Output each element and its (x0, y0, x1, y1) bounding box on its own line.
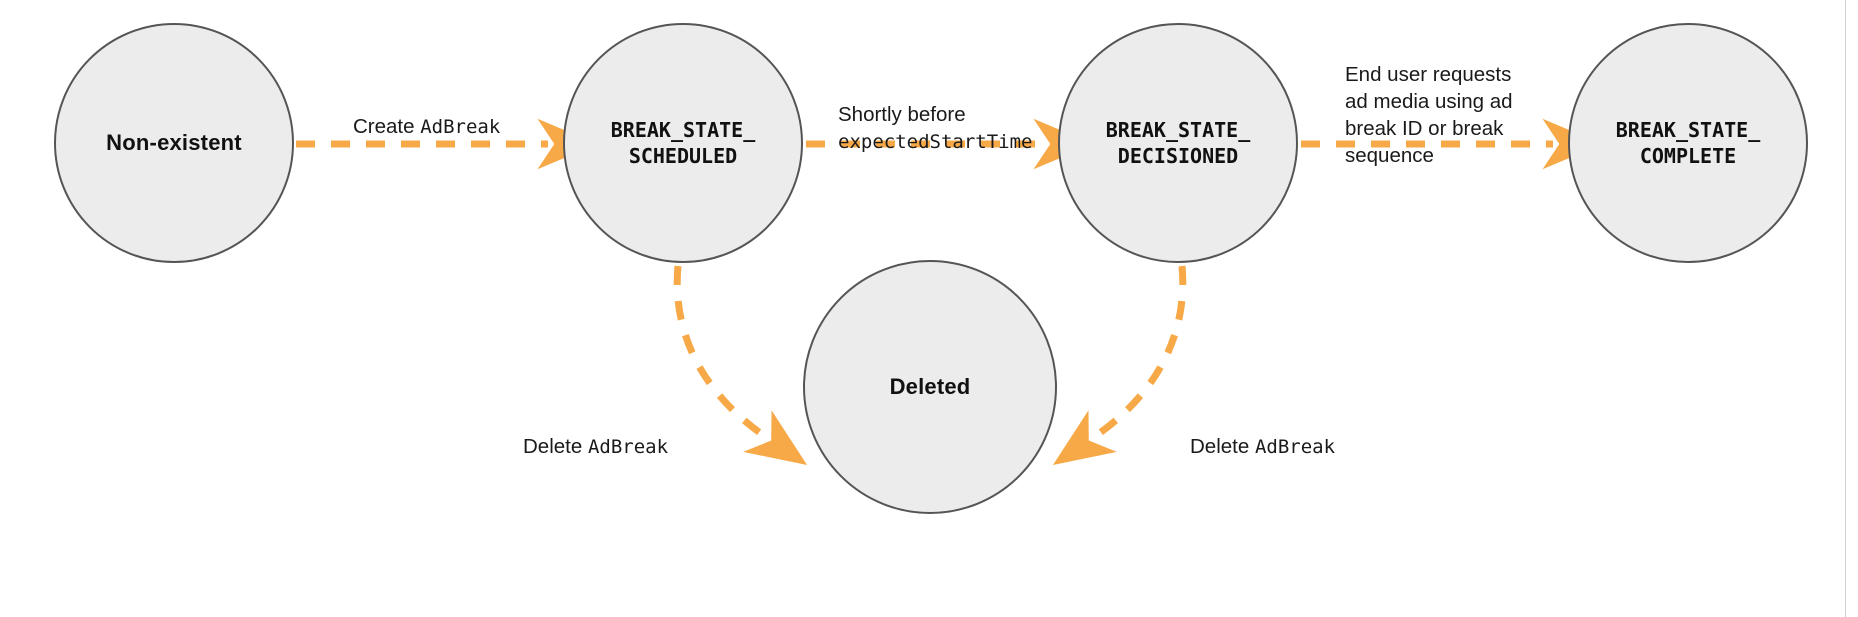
node-break-state-complete[interactable]: BREAK_STATE_ COMPLETE (1568, 23, 1808, 263)
edge-label-delete-adbreak-decisioned-code: AdBreak (1254, 436, 1336, 459)
node-break-state-decisioned[interactable]: BREAK_STATE_ DECISIONED (1058, 23, 1298, 263)
edge-label-delete-adbreak-decisioned: Delete AdBreak (1190, 406, 1335, 460)
edge-label-shortly-before-code: expectedStartTime (838, 131, 1033, 154)
node-label-break-state-decisioned: BREAK_STATE_ DECISIONED (1105, 117, 1251, 168)
edge-label-shortly-before: Shortly before expectedStartTime (838, 74, 1032, 155)
edge-label-create-adbreak-code: AdBreak (420, 116, 501, 139)
node-label-deleted: Deleted (889, 374, 971, 400)
edge-label-shortly-before-text: Shortly before (838, 103, 966, 127)
edge-delete-adbreak-scheduled (673, 265, 808, 466)
edge-label-delete-adbreak-scheduled-text: Delete (523, 435, 588, 459)
edge-label-delete-adbreak-decisioned-text: Delete (1190, 435, 1255, 459)
node-break-state-scheduled[interactable]: BREAK_STATE_ SCHEDULED (563, 23, 803, 263)
edge-label-create-adbreak: Create AdBreak (353, 86, 500, 140)
node-non-existent[interactable]: Non-existent (54, 23, 294, 263)
edge-delete-adbreak-decisioned (1052, 265, 1187, 466)
node-deleted[interactable]: Deleted (803, 260, 1057, 514)
node-label-break-state-complete: BREAK_STATE_ COMPLETE (1615, 117, 1761, 168)
node-label-non-existent: Non-existent (106, 130, 242, 156)
edge-label-create-adbreak-text: Create (353, 115, 421, 139)
edge-label-end-user-requests-text: End user requests ad media using ad brea… (1345, 63, 1513, 168)
edge-label-end-user-requests: End user requests ad media using ad brea… (1345, 34, 1513, 169)
edge-label-delete-adbreak-scheduled-code: AdBreak (587, 436, 669, 459)
page-right-border (1845, 0, 1846, 617)
edge-label-delete-adbreak-scheduled: Delete AdBreak (523, 406, 668, 460)
node-label-break-state-scheduled: BREAK_STATE_ SCHEDULED (610, 117, 756, 168)
